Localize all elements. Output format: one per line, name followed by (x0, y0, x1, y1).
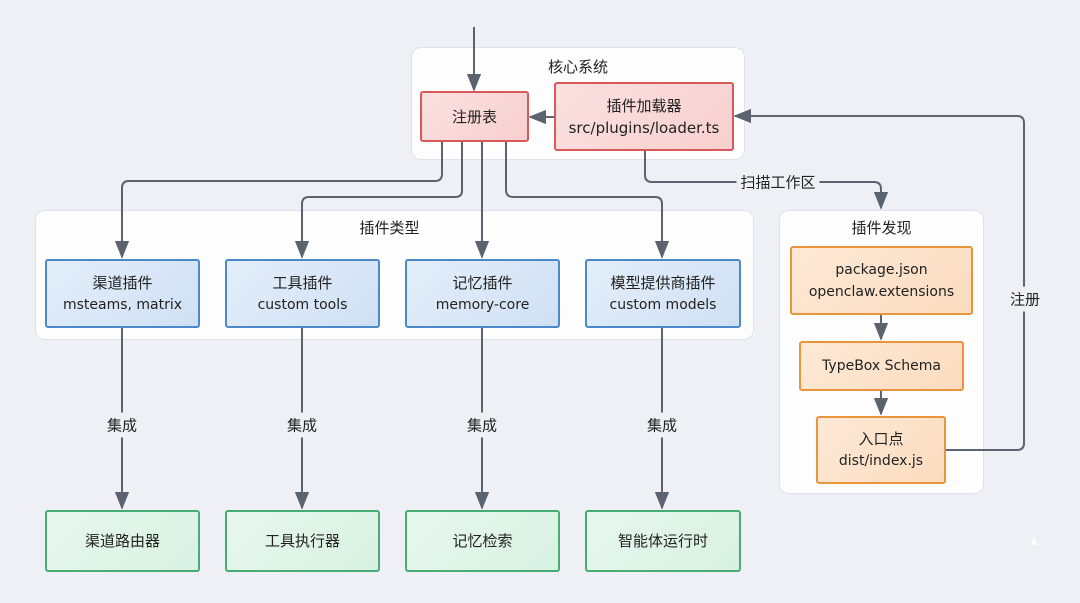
tool-executor-label: 工具执行器 (264, 532, 340, 550)
channel-plugin-label: 渠道插件 (92, 273, 153, 292)
entry-point-node[interactable]: 入口点 dist/index.js (816, 416, 946, 484)
model-provider-plugin-sub: custom models (609, 296, 717, 313)
plugin-loader-path: src/plugins/loader.ts (568, 118, 720, 137)
integrate-label-memory: 集成 (462, 412, 502, 438)
entry-point-sub: dist/index.js (838, 453, 924, 469)
tool-plugin-sub: custom tools (257, 296, 348, 313)
plugin-discovery-title: 插件发现 (851, 219, 912, 237)
entry-point-label: 入口点 (858, 430, 904, 448)
memory-plugin-sub: memory-core (435, 296, 530, 313)
agent-runtime-node[interactable]: 智能体运行时 (585, 510, 741, 572)
package-json-node[interactable]: package.json openclaw.extensions (790, 246, 973, 315)
package-json-label: package.json (835, 261, 928, 278)
channel-router-label: 渠道路由器 (84, 532, 160, 550)
tool-executor-node[interactable]: 工具执行器 (225, 510, 380, 572)
integrate-label-model: 集成 (642, 412, 682, 438)
plugin-types-title: 插件类型 (359, 219, 420, 237)
register-label: 注册 (1005, 286, 1045, 312)
watermark-triangle-icon (1030, 537, 1038, 545)
memory-plugin-label: 记忆插件 (452, 273, 513, 292)
typebox-schema-node[interactable]: TypeBox Schema (799, 341, 964, 391)
plugin-loader-node[interactable]: 插件加载器 src/plugins/loader.ts (554, 82, 734, 151)
package-json-sub: openclaw.extensions (808, 283, 955, 300)
agent-runtime-label: 智能体运行时 (617, 532, 708, 550)
memory-retrieval-label: 记忆检索 (452, 532, 513, 550)
registry-label: 注册表 (451, 107, 497, 126)
scan-workspace-label: 扫描工作区 (736, 169, 820, 195)
plugin-loader-label: 插件加载器 (606, 96, 682, 115)
registry-node[interactable]: 注册表 (420, 91, 529, 142)
integrate-label-channel: 集成 (102, 412, 142, 438)
typebox-schema-label: TypeBox Schema (822, 358, 941, 374)
tool-plugin-label: 工具插件 (272, 273, 333, 292)
memory-retrieval-node[interactable]: 记忆检索 (405, 510, 560, 572)
memory-plugin-node[interactable]: 记忆插件 memory-core (405, 259, 560, 328)
integrate-label-tool: 集成 (282, 412, 322, 438)
model-provider-plugin-label: 模型提供商插件 (610, 273, 716, 292)
model-provider-plugin-node[interactable]: 模型提供商插件 custom models (585, 259, 741, 328)
tool-plugin-node[interactable]: 工具插件 custom tools (225, 259, 380, 328)
channel-plugin-sub: msteams, matrix (62, 296, 183, 313)
core-system-title: 核心系统 (547, 58, 608, 76)
channel-router-node[interactable]: 渠道路由器 (45, 510, 200, 572)
channel-plugin-node[interactable]: 渠道插件 msteams, matrix (45, 259, 200, 328)
